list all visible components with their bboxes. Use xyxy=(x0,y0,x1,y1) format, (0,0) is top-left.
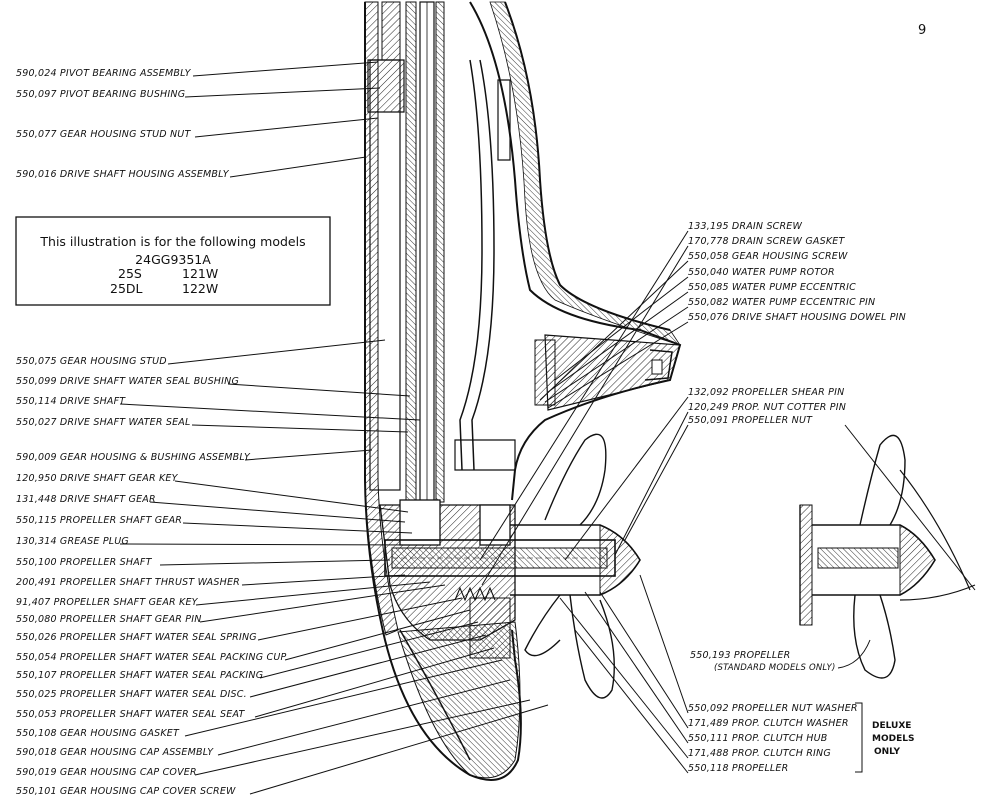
part-label: 550,111 PROP. CLUTCH HUB xyxy=(688,733,827,744)
standard-propeller-callout: 550,193 PROPELLER (STANDARD MODELS ONLY) xyxy=(690,639,871,673)
part-label: 131,448 DRIVE SHAFT GEAR xyxy=(16,494,156,505)
deluxe-note-line2: MODELS xyxy=(872,734,914,744)
part-label: 200,491 PROPELLER SHAFT THRUST WASHER xyxy=(16,577,240,588)
part-label: 550,058 GEAR HOUSING SCREW xyxy=(688,251,848,262)
part-label: 590,016 DRIVE SHAFT HOUSING ASSEMBLY xyxy=(16,169,230,180)
model-box-title: This illustration is for the following m… xyxy=(39,234,305,249)
part-label: 120,249 PROP. NUT COTTER PIN xyxy=(688,402,846,413)
part-label: 550,114 DRIVE SHAFT xyxy=(16,396,126,407)
part-label: 130,314 GREASE PLUG xyxy=(16,536,129,547)
part-label: 590,018 GEAR HOUSING CAP ASSEMBLY xyxy=(16,747,214,758)
part-label: 133,195 DRAIN SCREW xyxy=(688,221,803,232)
model-code: 24GG9351A xyxy=(135,252,211,267)
part-label: 590,019 GEAR HOUSING CAP COVER xyxy=(16,767,197,778)
model-info-box: This illustration is for the following m… xyxy=(15,216,331,306)
propeller-note: (STANDARD MODELS ONLY) xyxy=(714,663,835,673)
page-number: 9 xyxy=(918,23,926,38)
part-label: 170,778 DRAIN SCREW GASKET xyxy=(688,236,845,247)
part-label: 550,080 PROPELLER SHAFT GEAR PIN xyxy=(16,614,202,625)
right-bottom-labels: 550,092 PROPELLER NUT WASHER 171,489 PRO… xyxy=(559,574,914,774)
part-label: 550,101 GEAR HOUSING CAP COVER SCREW xyxy=(16,786,236,797)
deluxe-note-line1: DELUXE xyxy=(872,721,911,731)
cutaway-drawing xyxy=(364,1,976,781)
part-label: 550,075 GEAR HOUSING STUD xyxy=(16,356,167,367)
part-label: 590,009 GEAR HOUSING & BUSHING ASSEMBLY xyxy=(16,452,251,463)
part-label: 550,097 PIVOT BEARING BUSHING xyxy=(16,89,185,100)
part-label: 550,099 DRIVE SHAFT WATER SEAL BUSHING xyxy=(16,376,239,387)
part-label: 91,407 PROPELLER SHAFT GEAR KEY xyxy=(16,597,199,608)
label-group-left-1: 550,097 PIVOT BEARING BUSHING xyxy=(16,87,381,100)
part-label: 550,100 PROPELLER SHAFT xyxy=(16,557,153,568)
part-label: 550,115 PROPELLER SHAFT GEAR xyxy=(16,515,182,526)
part-label: 550,082 WATER PUMP ECCENTRIC PIN xyxy=(688,297,875,308)
left-labels: 590,024 PIVOT BEARING ASSEMBLY 550,097 P… xyxy=(16,61,549,797)
part-label: 550,118 PROPELLER xyxy=(688,763,788,774)
propeller-label: 550,193 PROPELLER xyxy=(690,650,790,661)
part-label: 120,950 DRIVE SHAFT GEAR KEY xyxy=(16,473,179,484)
part-label: 550,040 WATER PUMP ROTOR xyxy=(688,267,835,278)
part-label: 550,077 GEAR HOUSING STUD NUT xyxy=(16,129,191,140)
part-label: 550,053 PROPELLER SHAFT WATER SEAL SEAT xyxy=(16,709,245,720)
model-121w: 121W xyxy=(182,266,218,281)
part-label: 550,107 PROPELLER SHAFT WATER SEAL PACKI… xyxy=(16,670,263,681)
part-label: 550,025 PROPELLER SHAFT WATER SEAL DISC. xyxy=(16,689,247,700)
part-label: 171,488 PROP. CLUTCH RING xyxy=(688,748,831,759)
part-label: 550,091 PROPELLER NUT xyxy=(688,415,813,426)
model-25dl: 25DL xyxy=(110,281,143,296)
part-label: 550,054 PROPELLER SHAFT WATER SEAL PACKI… xyxy=(16,652,287,663)
part-label: 171,489 PROP. CLUTCH WASHER xyxy=(688,718,849,729)
deluxe-note-line3: ONLY xyxy=(874,747,901,757)
part-label: 550,076 DRIVE SHAFT HOUSING DOWEL PIN xyxy=(688,312,906,323)
part-label: 132,092 PROPELLER SHEAR PIN xyxy=(688,387,844,398)
part-label: 550,085 WATER PUMP ECCENTRIC xyxy=(688,282,856,293)
part-label: 550,108 GEAR HOUSING GASKET xyxy=(16,728,180,739)
model-25s: 25S xyxy=(118,266,142,281)
part-label: 550,092 PROPELLER NUT WASHER xyxy=(688,703,858,714)
label-group-left-0: 590,024 PIVOT BEARING ASSEMBLY xyxy=(16,61,379,79)
model-122w: 122W xyxy=(182,281,218,296)
part-label: 590,024 PIVOT BEARING ASSEMBLY xyxy=(16,68,192,79)
right-top-labels: 133,195 DRAIN SCREW 170,778 DRAIN SCREW … xyxy=(479,221,906,586)
part-label: 550,026 PROPELLER SHAFT WATER SEAL SPRIN… xyxy=(16,632,257,643)
right-mid-labels: 132,092 PROPELLER SHEAR PIN 120,249 PROP… xyxy=(564,387,976,591)
part-label: 550,027 DRIVE SHAFT WATER SEAL xyxy=(16,417,190,428)
